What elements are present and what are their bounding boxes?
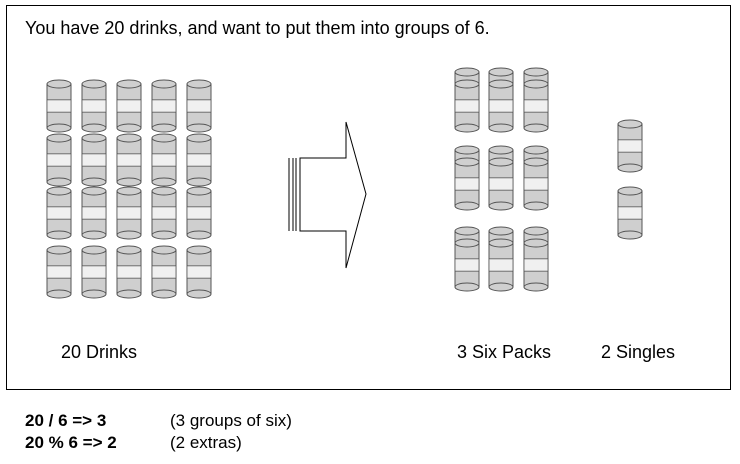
six-pack-can [488, 238, 514, 292]
drink-can [81, 245, 107, 299]
six-pack-can [454, 238, 480, 292]
drink-can [46, 186, 72, 240]
label-20-drinks: 20 Drinks [61, 342, 138, 362]
drink-can [116, 133, 142, 187]
problem-statement: You have 20 drinks, and want to put them… [25, 18, 490, 38]
drink-can [151, 133, 177, 187]
six-pack-can [523, 238, 549, 292]
drink-can [151, 245, 177, 299]
equation-division: 20 / 6 => 3 [25, 411, 106, 431]
drink-can [116, 186, 142, 240]
equation-modulo-expr: 20 % 6 => 2 [25, 433, 117, 452]
equation-modulo-note: (2 extras) [170, 433, 242, 452]
equation-modulo: 20 % 6 => 2 [25, 433, 117, 453]
drink-can [186, 133, 212, 187]
drink-can [186, 79, 212, 133]
equation-division-note: (3 groups of six) [170, 411, 292, 430]
twenty-drinks-group [46, 79, 212, 299]
arrow-icon [288, 121, 367, 269]
six-pack-can [523, 157, 549, 211]
drink-can [116, 245, 142, 299]
singles-group [617, 119, 643, 240]
six-pack-can [523, 79, 549, 133]
drink-can [186, 245, 212, 299]
drink-can [151, 186, 177, 240]
six-packs-group [454, 67, 549, 292]
label-2-singles: 2 Singles [601, 342, 676, 362]
single-can [617, 119, 643, 173]
single-can [617, 186, 643, 240]
six-pack-can [454, 79, 480, 133]
diagram-frame [6, 5, 731, 390]
six-pack-can [488, 157, 514, 211]
drink-can [46, 133, 72, 187]
drink-can [46, 79, 72, 133]
label-3-six-packs: 3 Six Packs [457, 342, 552, 362]
six-pack-can [454, 157, 480, 211]
drink-can [46, 245, 72, 299]
diagram-canvas [46, 67, 643, 299]
equation-division-expr: 20 / 6 => 3 [25, 411, 107, 430]
six-pack-can [488, 79, 514, 133]
drink-can [81, 79, 107, 133]
drink-can [116, 79, 142, 133]
drink-can [81, 133, 107, 187]
drink-can [186, 186, 212, 240]
drink-can [81, 186, 107, 240]
drink-can [151, 79, 177, 133]
